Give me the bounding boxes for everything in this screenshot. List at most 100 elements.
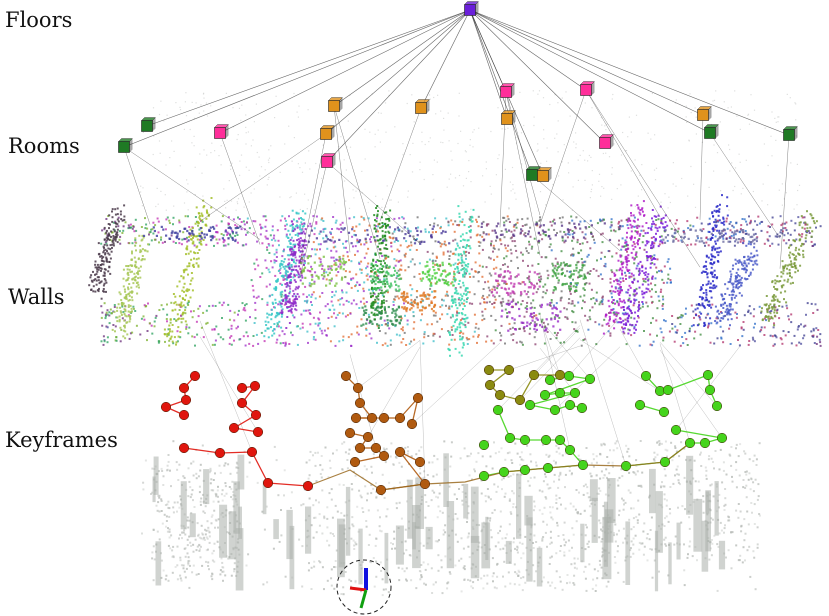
wall-point: [778, 317, 781, 320]
wall-point: [583, 260, 586, 263]
map-point: [713, 170, 715, 172]
wall-point: [407, 266, 410, 269]
wall-point: [517, 267, 519, 270]
map-point: [533, 523, 536, 526]
wall-point: [609, 226, 612, 229]
wall-point: [528, 240, 530, 243]
map-point: [406, 452, 409, 455]
wall-panel-point: [180, 275, 183, 278]
wall-point: [233, 339, 235, 342]
map-wall-segment: [233, 481, 240, 534]
map-point: [201, 564, 204, 567]
wall-point: [144, 217, 146, 220]
map-point: [589, 472, 592, 475]
wall-point: [178, 219, 181, 222]
map-point: [662, 485, 665, 488]
wall-point: [531, 264, 534, 267]
map-point: [526, 182, 528, 184]
wall-point: [660, 331, 663, 334]
wall-point: [274, 274, 277, 277]
wall-panel-point: [280, 275, 283, 278]
wall-point: [659, 327, 662, 330]
map-point: [189, 541, 192, 544]
map-point: [563, 544, 566, 547]
wall-panel-point: [129, 318, 132, 321]
map-point: [542, 536, 545, 538]
map-point: [796, 204, 798, 206]
wall-point: [520, 251, 523, 254]
map-point: [589, 514, 592, 517]
wall-point: [634, 293, 637, 296]
wall-panel-point: [177, 326, 180, 329]
wall-point: [222, 244, 225, 247]
map-point: [214, 150, 216, 152]
wall-point: [515, 341, 518, 344]
map-point: [346, 146, 348, 148]
map-point: [318, 513, 321, 516]
map-point: [598, 487, 601, 490]
wall-point: [704, 316, 707, 319]
wall-panel-point: [190, 234, 193, 237]
map-point: [352, 525, 355, 528]
wall-point: [812, 334, 815, 337]
wall-panel-point: [197, 265, 200, 268]
wall-panel-point: [195, 258, 198, 261]
wall-point: [666, 239, 669, 242]
wall-point: [324, 305, 327, 308]
map-point: [688, 545, 691, 548]
wall-point: [583, 294, 586, 297]
wall-point: [530, 302, 533, 305]
wall-point: [541, 238, 544, 241]
wall-panel-point: [104, 248, 107, 251]
map-point: [207, 526, 210, 529]
wall-point: [384, 257, 387, 260]
wall-point: [566, 236, 569, 239]
wall-point: [362, 287, 365, 290]
wall-panel-point: [105, 229, 108, 232]
wall-point: [812, 329, 815, 332]
map-point: [739, 443, 742, 446]
wall-point: [753, 242, 756, 245]
wall-point: [525, 247, 528, 250]
map-point: [538, 90, 541, 92]
wall-point: [356, 250, 359, 253]
wall-panel-point: [300, 217, 302, 219]
map-point: [541, 443, 544, 446]
wall-panel-point: [95, 279, 98, 282]
wall-point: [667, 258, 670, 261]
wall-point: [457, 224, 460, 227]
wall-panel-point: [123, 313, 126, 315]
map-point: [444, 524, 447, 527]
map-point: [568, 549, 571, 552]
wall-point: [797, 216, 800, 219]
wall-point: [281, 255, 284, 258]
map-point: [616, 550, 619, 553]
wall-point: [229, 233, 231, 236]
wall-point: [550, 301, 553, 304]
map-point: [568, 466, 571, 468]
map-point: [415, 453, 418, 456]
wall-point: [513, 240, 516, 243]
map-point: [374, 544, 377, 547]
map-point: [470, 208, 472, 210]
map-point: [379, 529, 381, 532]
wall-point: [527, 290, 530, 293]
wall-point: [481, 275, 484, 278]
map-point: [685, 116, 687, 118]
wall-point: [637, 316, 640, 319]
wall-point: [535, 323, 538, 326]
wall-point: [580, 269, 583, 272]
wall-point: [739, 240, 742, 243]
wall-panel-point: [119, 326, 122, 329]
map-point: [208, 535, 211, 538]
wall-point: [432, 296, 435, 299]
wall-point: [802, 337, 805, 340]
map-point: [597, 570, 600, 573]
wall-point: [626, 250, 628, 253]
wall-point: [681, 336, 684, 338]
wall-point: [189, 234, 192, 237]
map-point: [519, 463, 522, 466]
map-point: [548, 454, 551, 457]
map-wall-segment: [654, 530, 659, 592]
wall-panel-point: [279, 267, 282, 270]
